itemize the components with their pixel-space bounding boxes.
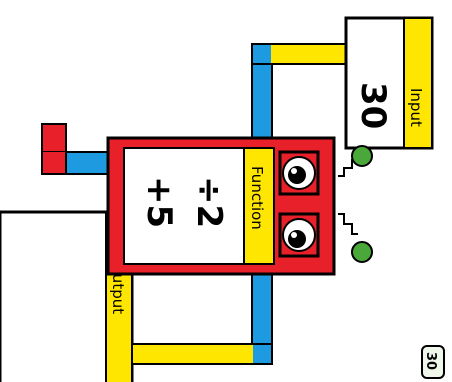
eye-top: [280, 152, 318, 194]
input-box: Input 30: [346, 18, 432, 148]
output-pipe: [132, 274, 272, 364]
function-label: Function: [248, 166, 266, 230]
operation-2: +5: [139, 176, 179, 228]
antenna-ball-bottom: [352, 242, 372, 262]
input-value: 30: [353, 82, 393, 129]
function-machine: Function ÷2 +5: [108, 138, 334, 274]
antennae: [338, 146, 372, 262]
input-label: Input: [407, 88, 425, 127]
input-pipe: [252, 44, 348, 138]
page-number-badge: 30: [422, 346, 444, 378]
intake-pipe: [42, 124, 112, 174]
page-number: 30: [423, 352, 438, 370]
operation-1: ÷2: [189, 176, 229, 228]
antenna-ball-top: [352, 146, 372, 166]
eye-bottom: [280, 214, 318, 256]
